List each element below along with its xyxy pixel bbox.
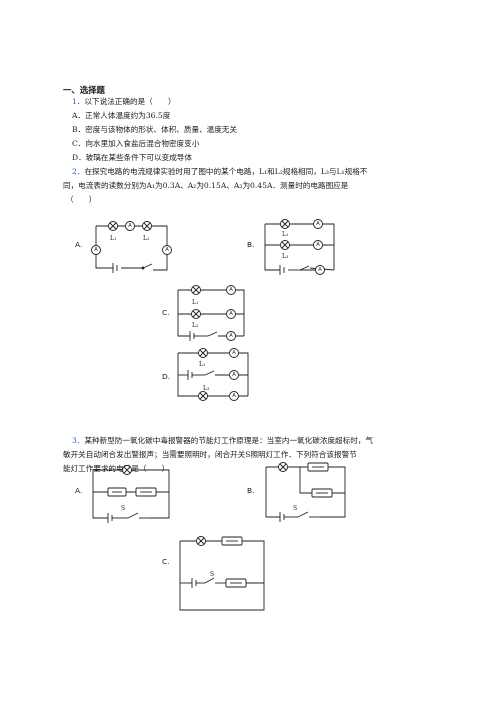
lamp-icon	[278, 462, 288, 472]
gas-switch-icon	[311, 488, 333, 498]
q2-stem-line1-text: 在探究电路的电流规律实验时用了图中的某个电路，L₁和L₂规格相同，L₃与L₁规格…	[84, 167, 368, 176]
q2-number: 2．	[72, 167, 85, 176]
q3-stem-line1-text: 某种新型防一氧化碳中毒报警器的节能灯工作原理是：当室内一氧化碳浓度超标时，气	[84, 436, 373, 445]
gas-switch-icon	[107, 487, 127, 497]
q2-stem-line2: 同，电流表的读数分别为A₁为0.3A、A₂为0.15A、A₃为0.45A．测量时…	[63, 181, 349, 190]
q3-number: 3．	[72, 436, 85, 445]
ammeter-icon: A	[91, 245, 101, 255]
q1-option-d: D．玻璃在某些条件下可以变成导体	[72, 153, 192, 162]
svg-text:A: A	[229, 311, 233, 317]
lamp-label-l1: L₁	[282, 231, 288, 238]
ammeter-icon: A	[313, 219, 323, 229]
ammeter-icon: A	[226, 285, 236, 295]
alarm-icon	[221, 536, 243, 546]
ammeter-icon: A	[162, 245, 172, 255]
lamp-label-l2: L₂	[143, 235, 150, 242]
lamp-label-l1: L₁	[199, 361, 205, 368]
svg-text:A: A	[318, 267, 322, 273]
svg-text:A: A	[232, 393, 236, 399]
q1-stem-text: 以下说法正确的是（ ）	[84, 97, 176, 106]
svg-text:A: A	[128, 223, 132, 229]
lamp-icon	[191, 309, 201, 319]
lamp-label-l1: L₁	[110, 235, 116, 242]
lamp-label-l2: L₂	[192, 322, 199, 329]
lamp-icon	[280, 219, 290, 229]
svg-text:A: A	[316, 242, 320, 248]
ammeter-icon: A	[229, 370, 239, 380]
gas-switch-icon	[225, 578, 247, 588]
lamp-icon	[198, 348, 208, 358]
q1-option-b: B．密度与该物体的形状、体积、质量、温度无关	[72, 125, 238, 134]
ammeter-icon: A	[226, 331, 236, 341]
q3-option-c-label: C.	[162, 557, 170, 566]
lamp-label-l1: L₁	[192, 299, 198, 306]
q3-option-b-label: B.	[247, 486, 255, 495]
q2-option-a-label: A.	[75, 240, 83, 249]
svg-text:A: A	[94, 247, 98, 253]
q2-option-d-label: D.	[162, 372, 171, 381]
q2-option-c-label: C.	[162, 308, 170, 317]
ammeter-icon: A	[229, 391, 239, 401]
switch-label-s: S	[210, 571, 214, 578]
q2-stem-line1: 2．在探究电路的电流规律实验时用了图中的某个电路，L₁和L₂规格相同，L₃与L₁…	[72, 167, 367, 177]
ammeter-icon: A	[229, 348, 239, 358]
q3-stem-line1: 3．某种新型防一氧化碳中毒报警器的节能灯工作原理是：当室内一氧化碳浓度超标时，气	[72, 436, 373, 446]
q1-option-c: C．向水里加入食盐后混合物密度变小	[72, 139, 200, 148]
q1-stem: 1．以下说法正确的是（ ）	[72, 97, 176, 107]
q1-option-a: A．正常人体温度约为36.5度	[72, 111, 171, 120]
switch-label-s: S	[293, 505, 297, 512]
svg-text:A: A	[232, 350, 236, 356]
q3-stem-line3: 能灯工作要求的电路是（ ）	[63, 464, 170, 473]
lamp-icon	[122, 465, 132, 475]
lamp-icon	[108, 221, 118, 231]
q3-option-a-label: A.	[75, 486, 83, 495]
ammeter-icon: A	[313, 240, 323, 250]
alarm-icon	[307, 462, 329, 472]
lamp-icon	[191, 285, 201, 295]
lamp-icon	[198, 391, 208, 401]
q2-option-b-label: B.	[247, 240, 255, 249]
lamp-label-l3: L₃	[203, 385, 210, 392]
svg-text:A: A	[165, 247, 169, 253]
svg-text:A: A	[232, 372, 236, 378]
q3-stem-line2: 敏开关自动闭合发出警报声；当需要照明时，闭合开关S照明灯工作．下列符合该报警节	[63, 450, 357, 459]
section-title: 一、选择题	[63, 85, 105, 95]
svg-text:A: A	[229, 287, 233, 293]
svg-text:A: A	[229, 333, 233, 339]
alarm-icon	[135, 487, 157, 497]
switch-label-s: S	[121, 505, 125, 512]
ammeter-icon: A	[315, 265, 325, 275]
ammeter-icon: A	[226, 309, 236, 319]
ammeter-icon: A	[125, 221, 135, 231]
q2-stem-line3: （ ）	[66, 195, 97, 204]
lamp-label-l3: L₃	[282, 253, 289, 260]
svg-text:A: A	[316, 221, 320, 227]
q1-number: 1．	[72, 97, 85, 106]
lamp-icon	[142, 221, 152, 231]
lamp-icon	[280, 240, 290, 250]
lamp-icon	[196, 536, 206, 546]
